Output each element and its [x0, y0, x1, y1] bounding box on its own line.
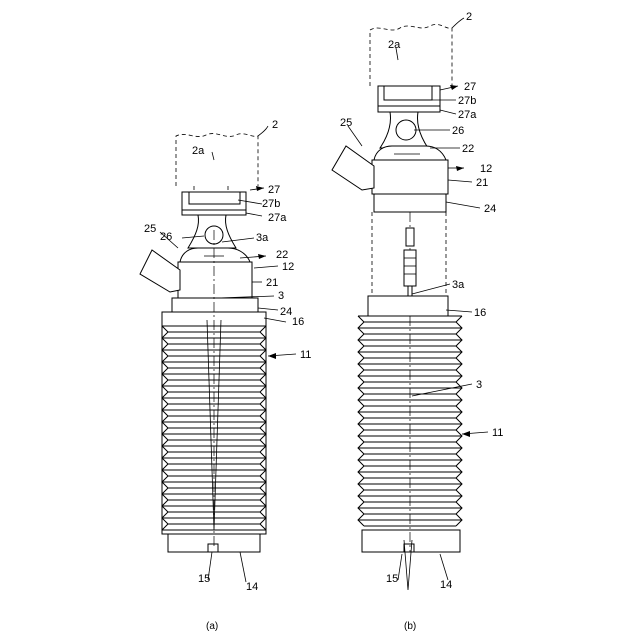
label-2: 2 — [466, 11, 472, 23]
label-3a: 3a — [256, 232, 269, 244]
label-24: 24 — [484, 203, 496, 215]
label-2a: 2a — [388, 39, 401, 51]
label-3a: 3a — [452, 279, 465, 291]
tool-2-outline — [176, 134, 258, 186]
label-27: 27 — [268, 184, 280, 196]
arrow-12-b — [456, 166, 464, 171]
label-27b: 27b — [262, 198, 280, 210]
label-21: 21 — [266, 277, 278, 289]
label-22: 22 — [462, 143, 474, 155]
arrow-11-b — [462, 431, 470, 437]
label-27: 27 — [464, 81, 476, 93]
label-16: 16 — [474, 307, 486, 319]
label-27a: 27a — [458, 109, 477, 121]
tool-2-outline — [370, 24, 452, 86]
label-12: 12 — [480, 163, 492, 175]
label-3: 3 — [278, 290, 284, 302]
port-25 — [332, 146, 374, 190]
joint-26 — [188, 215, 236, 248]
arrow-11-a — [268, 353, 276, 359]
label-24: 24 — [280, 306, 292, 318]
label-27a: 27a — [268, 212, 287, 224]
label-25: 25 — [144, 223, 156, 235]
head-12 — [372, 146, 448, 212]
shaft-3a — [404, 228, 416, 296]
label-14: 14 — [246, 581, 258, 593]
holder-27 — [182, 192, 246, 215]
label-16: 16 — [292, 316, 304, 328]
holder-27 — [378, 86, 440, 112]
figure-a: 2 2a 27 27b 27a 25 26 3a 22 12 21 3 24 1… — [140, 119, 311, 632]
arrow-27-b — [450, 85, 458, 90]
label-21: 21 — [476, 177, 488, 189]
figure-b: 2 2a 27 27b 27a 25 26 22 12 21 24 3a 16 … — [332, 11, 503, 632]
port-25 — [140, 250, 180, 292]
label-27b: 27b — [458, 95, 476, 107]
label-26: 26 — [452, 125, 464, 137]
arrow-27-a — [256, 186, 264, 191]
label-26: 26 — [160, 231, 172, 243]
label-2a: 2a — [192, 145, 205, 157]
label-11: 11 — [492, 427, 503, 439]
caption-b: (b) — [404, 621, 416, 632]
label-22: 22 — [276, 249, 288, 261]
label-14: 14 — [440, 579, 452, 591]
label-12: 12 — [282, 261, 294, 273]
label-2: 2 — [272, 119, 278, 131]
label-11: 11 — [300, 349, 311, 361]
label-25: 25 — [340, 117, 352, 129]
label-15: 15 — [386, 573, 398, 585]
arrow-12-a — [258, 254, 266, 259]
caption-a: (a) — [206, 621, 218, 632]
label-3: 3 — [476, 379, 482, 391]
label-15: 15 — [198, 573, 210, 585]
